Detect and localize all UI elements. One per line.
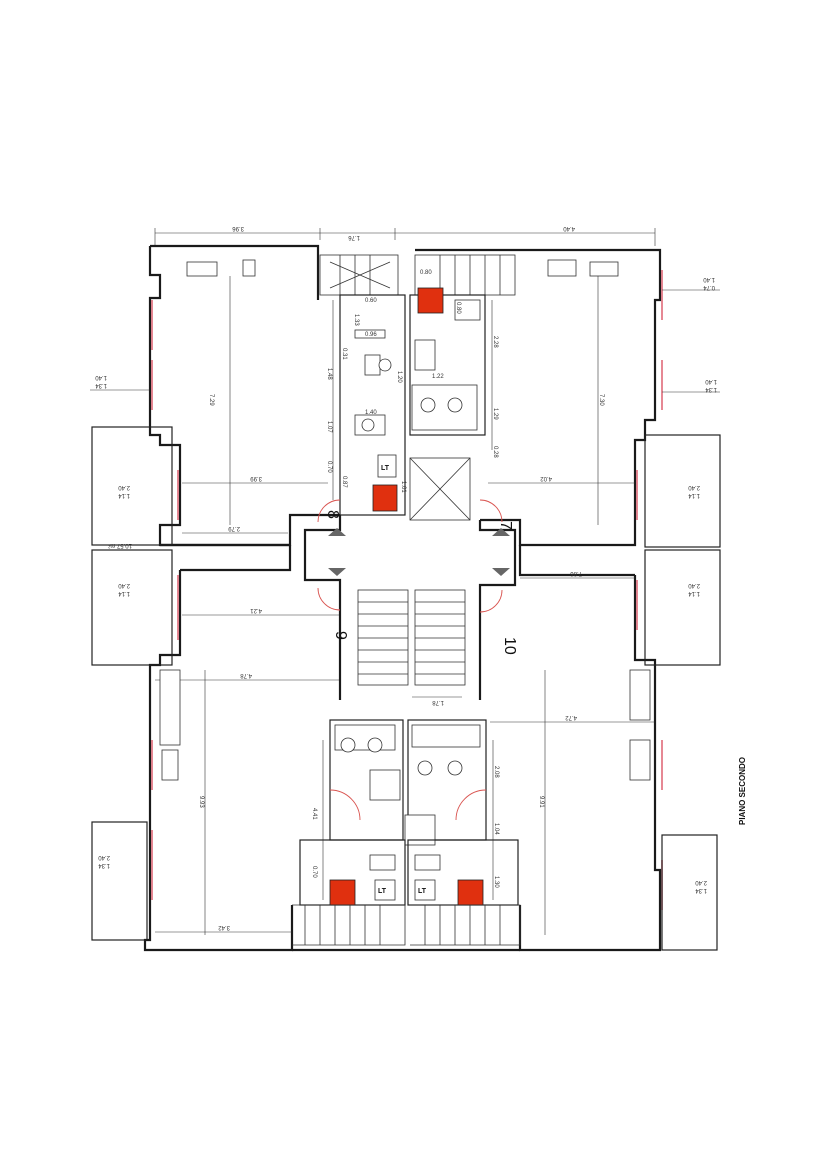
arrow-unit-10 [492,568,510,576]
dim-top-mid: 1.76 [348,234,360,240]
dim-right-win-b: 1.34 [705,386,717,392]
dim-bath-m: 1.22 [432,374,444,380]
dim-bath-h: 1.40 [365,410,377,416]
dim-bath-a: 1.33 [353,314,359,326]
bal-r2-b: 1.14 [688,590,700,596]
central-hall: 8 7 9 10 [303,499,518,700]
dim-unit8-width: 3.99 [250,475,262,481]
balcony-right-2 [644,549,721,666]
bal-r3-a: 2.40 [695,879,707,885]
dim-unit9-width: 4.21 [250,607,262,613]
dim-top-right: 4.40 [563,225,575,231]
dim-bath-q: 0.80 [420,270,432,276]
dim-bath-l: 0.80 [455,302,461,314]
utility-marker-upper-2 [417,287,444,314]
dim-bath-i: 0.70 [326,461,332,473]
bal-r1-a: 2.40 [688,484,700,490]
upper-bathrooms: LT 1.33 0.60 0.96 0.31 1.48 1.20 1.07 1.… [326,270,498,521]
balcony-right-3 [661,834,718,951]
arrow-unit-9 [328,568,346,576]
balcony-left-2 [91,549,173,666]
unit-number-7: 7 [497,521,514,530]
dim-bath-p: 0.28 [492,446,498,458]
dim-unit10-depth: 9.91 [538,796,544,808]
balcony-right-1 [644,434,721,548]
dim-unit8-width2: 2.79 [228,525,240,531]
bottom-staircases [292,904,521,946]
balcony-left-1 [91,426,173,546]
dim-unit7-width: 4.02 [540,475,552,481]
dim-bath-g: 1.07 [326,421,332,433]
utility-marker-lower-1 [329,879,356,906]
utility-marker-lower-2 [457,879,484,906]
balcony-left-3 [91,821,148,941]
unit-number-10: 10 [501,637,518,655]
dim-unit9-bottom: 3.42 [218,924,230,930]
dim-unit9-depth: 9.93 [198,796,204,808]
bal-r2-a: 2.40 [688,582,700,588]
bal-l1-area: 10.57 m² [108,542,132,548]
dim-unit10-width2: 4.72 [565,714,577,720]
dim-unit7-depth: 7.30 [598,394,604,406]
dim-bath-e: 1.48 [326,368,332,380]
dim-low-a: 4.41 [311,808,317,820]
bal-l1-b: 1.14 [118,492,130,498]
bal-l3-a: 2.40 [98,854,110,860]
dim-bath-n: 2.28 [492,336,498,348]
interior-dimensions: 7.29 7.30 3.99 2.79 4.02 7.86 4.21 4.78 … [155,276,655,935]
dim-low-c: 2.08 [493,766,499,778]
bal-l1-a: 2.40 [118,484,130,490]
utility-marker-upper-1 [372,484,398,512]
dim-stair-width: 1.78 [432,699,444,705]
unit-number-9: 9 [332,631,349,640]
dim-left-win-b: 1.34 [95,382,107,388]
dim-top-left: 3.96 [232,225,244,231]
bal-r1-b: 1.14 [688,492,700,498]
top-dimension-line: 3.96 1.76 4.40 [154,225,656,246]
dim-low-b: 0.70 [311,866,317,878]
bal-l2-b: 1.14 [118,590,130,596]
floor-title: PIANO SECONDO [738,757,747,825]
lt-label-lower-2: LT [418,888,427,895]
dim-unit9-width2: 4.78 [240,672,252,678]
lt-label-upper: LT [381,465,390,472]
dim-bath-o: 1.29 [492,408,498,420]
arrow-unit-8 [328,528,346,536]
side-dimensions: 1.40 1.34 1.40 0.74 1.40 1.34 [90,276,720,393]
dim-bath-d: 0.31 [341,348,347,360]
dim-unit10-width: 7.86 [570,570,582,576]
lt-label-lower-1: LT [378,888,387,895]
dim-bath-j: 0.87 [341,476,347,488]
dim-low-e: 1.30 [493,876,499,888]
dim-right-top-a: 1.40 [703,276,715,282]
dim-low-d: 1.04 [493,823,499,835]
bal-l2-a: 2.40 [118,582,130,588]
dim-right-top-b: 0.74 [703,284,715,290]
bal-l3-b: 1.34 [98,862,110,868]
dim-bath-k: 1.01 [400,481,406,493]
exterior-walls [143,244,662,952]
dim-right-win-a: 1.40 [705,378,717,384]
dim-bath-b: 0.60 [365,298,377,304]
bal-r3-b: 1.34 [695,887,707,893]
lower-bathrooms: LT LT 4.41 0.70 2.08 1.04 1.30 [299,719,519,906]
dim-bath-f: 1.20 [396,371,402,383]
kitchens [159,669,651,781]
dim-bath-c: 0.96 [365,332,377,338]
top-staircases [186,254,619,296]
arrow-unit-7 [492,528,510,536]
unit-number-8: 8 [324,510,341,519]
dim-left-win-a: 1.40 [95,374,107,380]
balconies: 2.40 1.14 10.57 m² 2.40 1.14 2.40 1.34 2… [91,426,721,951]
central-staircase [357,589,466,686]
dim-unit8-depth: 7.29 [208,394,214,406]
